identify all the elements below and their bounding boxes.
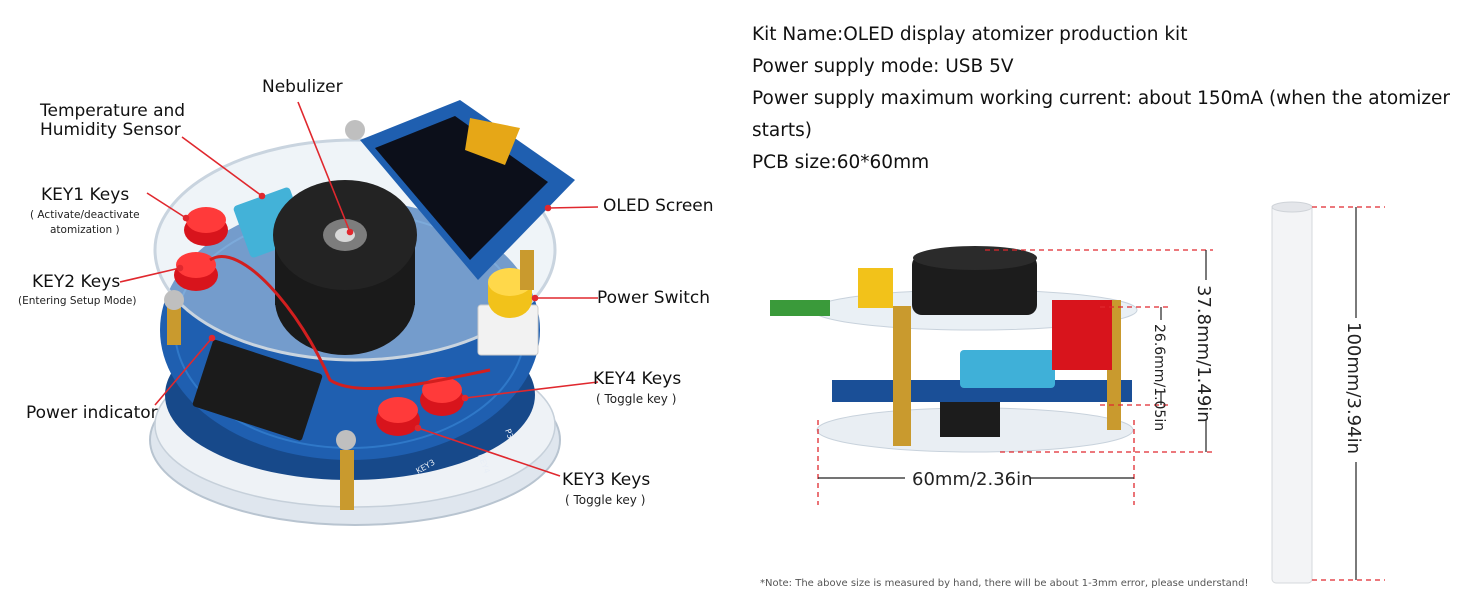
spec-max-current-cont: starts) bbox=[752, 120, 812, 141]
label-key3: KEY3 Keys bbox=[562, 470, 651, 490]
label-power-indicator: Power indicator bbox=[26, 403, 158, 423]
label-key4-sub: ( Toggle key ) bbox=[596, 392, 677, 406]
label-nebulizer: Nebulizer bbox=[262, 77, 343, 97]
label-power-switch: Power Switch bbox=[597, 288, 711, 308]
dimension-lines bbox=[817, 206, 1385, 581]
red-wire bbox=[209, 255, 491, 391]
label-temperature-sensor: Temperature and Humidity Sensor bbox=[40, 101, 186, 141]
label-key4: KEY4 Keys bbox=[593, 369, 682, 389]
measurement-note: *Note: The above size is measured by han… bbox=[760, 578, 1249, 589]
dimension-arrows bbox=[818, 207, 1357, 580]
red-buttons bbox=[174, 207, 464, 436]
spec-pcb-size: PCB size:60*60mm bbox=[752, 152, 930, 173]
nebulizer-module bbox=[273, 180, 417, 355]
rod-tube bbox=[1271, 201, 1313, 584]
ic-chip bbox=[192, 339, 323, 441]
dim-rod-length: 100mm/3.94in bbox=[1343, 322, 1364, 454]
label-key2: KEY2 Keys bbox=[32, 272, 121, 292]
dim-width: 60mm/2.36in bbox=[912, 469, 1033, 490]
dim-height-total: 37.8mm/1.49in bbox=[1193, 285, 1214, 423]
label-key1: KEY1 Keys bbox=[41, 185, 130, 205]
label-key3-sub: ( Toggle key ) bbox=[565, 493, 646, 507]
side-view-product bbox=[770, 246, 1138, 453]
standoffs bbox=[164, 120, 534, 510]
oled-screen bbox=[360, 100, 575, 280]
spec-kit-name: Kit Name:OLED display atomizer productio… bbox=[752, 24, 1188, 45]
callout-lines bbox=[119, 101, 599, 477]
dim-height-pcb: 26.6mm/1.05in bbox=[1151, 324, 1167, 431]
label-key1-sub: ( Activate/deactivate atomization ) bbox=[30, 209, 140, 236]
spec-max-current: Power supply maximum working current: ab… bbox=[752, 88, 1451, 109]
label-oled-screen: OLED Screen bbox=[603, 196, 714, 216]
board-mark-p3: P3 bbox=[503, 428, 515, 440]
spec-power-supply: Power supply mode: USB 5V bbox=[752, 56, 1014, 77]
label-key2-sub: (Entering Setup Mode) bbox=[18, 295, 137, 307]
